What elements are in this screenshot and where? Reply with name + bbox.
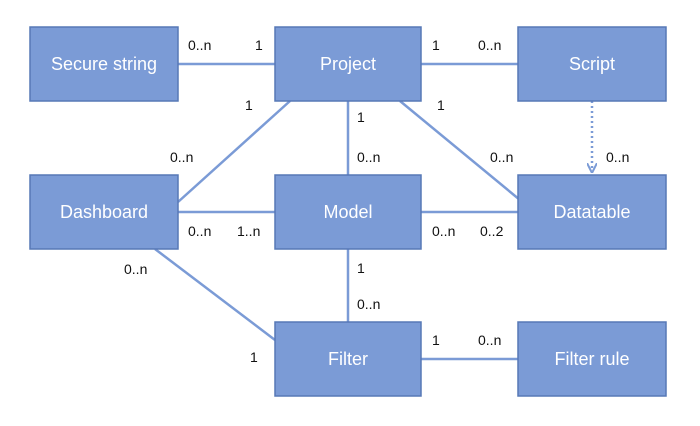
entity-secure-string-label: Secure string (51, 54, 157, 74)
mult-filter-filter-rule-from: 1 (432, 332, 440, 348)
mult-project-script-from: 1 (432, 37, 440, 53)
mult-dashboard-model-from: 0..n (188, 223, 211, 239)
entity-datatable: Datatable (517, 174, 667, 250)
mult-project-dashboard-from: 1 (245, 97, 253, 113)
entity-model-label: Model (323, 202, 372, 222)
mult-project-datatable-to: 0..n (490, 149, 513, 165)
mult-dashboard-filter-from: 0..n (124, 261, 147, 277)
entity-filter-rule: Filter rule (517, 321, 667, 397)
line-project-dashboard (177, 100, 291, 203)
mult-dashboard-filter-to: 1 (250, 349, 258, 365)
entity-secure-string: Secure string (29, 26, 179, 102)
mult-project-script-to: 0..n (478, 37, 501, 53)
mult-dashboard-model-to: 1..n (237, 223, 260, 239)
mult-model-datatable-to: 0..2 (480, 223, 504, 239)
entity-script-label: Script (569, 54, 615, 74)
mult-secure-string-project-to: 1 (255, 37, 263, 53)
mult-project-model-from: 1 (357, 109, 365, 125)
entity-datatable-label: Datatable (553, 202, 630, 222)
line-project-datatable (399, 100, 521, 201)
mult-project-model-to: 0..n (357, 149, 380, 165)
mult-secure-string-project-from: 0..n (188, 37, 211, 53)
entity-dashboard-label: Dashboard (60, 202, 148, 222)
entity-script: Script (517, 26, 667, 102)
mult-model-filter-to: 0..n (357, 296, 380, 312)
entity-model: Model (274, 174, 422, 250)
mult-model-filter-from: 1 (357, 260, 365, 276)
entity-project: Project (274, 26, 422, 102)
entity-filter-label: Filter (328, 349, 368, 369)
mult-script-datatable-to: 0..n (606, 149, 629, 165)
mult-project-dashboard-to: 0..n (170, 149, 193, 165)
line-dashboard-filter (154, 248, 276, 341)
mult-model-datatable-from: 0..n (432, 223, 455, 239)
mult-project-datatable-from: 1 (437, 97, 445, 113)
entity-project-label: Project (320, 54, 376, 74)
entity-filter-rule-label: Filter rule (554, 349, 629, 369)
entity-filter: Filter (274, 321, 422, 397)
entity-dashboard: Dashboard (29, 174, 179, 250)
mult-filter-filter-rule-to: 0..n (478, 332, 501, 348)
